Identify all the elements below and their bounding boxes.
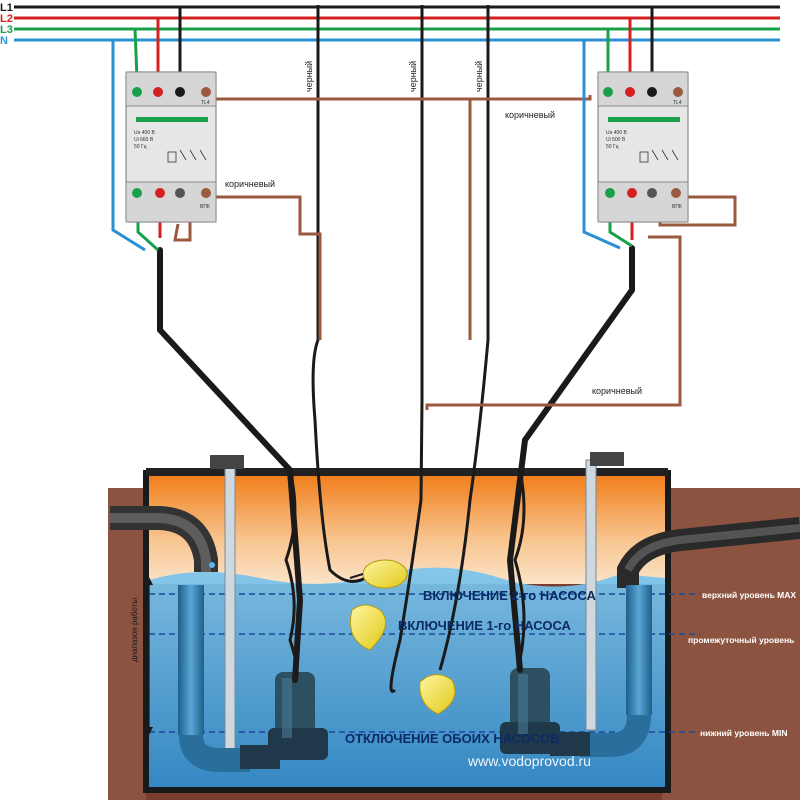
label-l3: L3 bbox=[0, 24, 13, 36]
relay2-spec-3: 50 Гц bbox=[606, 144, 619, 150]
relay1-terminal-bottom: ВПК bbox=[200, 204, 210, 210]
pump-cables bbox=[157, 245, 635, 683]
label-brown-3: коричневый bbox=[592, 386, 642, 396]
inlet-pipe bbox=[110, 506, 218, 572]
float-min bbox=[419, 674, 456, 715]
float-mid bbox=[350, 604, 387, 651]
label-black-1: черный bbox=[304, 61, 314, 92]
relay2-contact-symbol bbox=[639, 149, 679, 163]
range-label: диапазон работы bbox=[130, 598, 139, 662]
relay1-terminal-top: TL4 bbox=[201, 100, 210, 106]
label-brown-1: коричневый bbox=[505, 110, 555, 120]
relay1-spec-2: Ui 660 В bbox=[134, 137, 154, 143]
stage-pump1-on: ВКЛЮЧЕНИЕ 1-го НАСОСА bbox=[398, 618, 572, 633]
relay2-terminal-top: TL4 bbox=[673, 100, 682, 106]
label-brown-2: коричневый bbox=[225, 179, 275, 189]
label-black-2: черный bbox=[408, 61, 418, 92]
float-cables bbox=[311, 5, 490, 693]
level-lines bbox=[149, 593, 700, 733]
pump-riser-right bbox=[580, 452, 652, 757]
relay1-spec-3: 50 Гц bbox=[134, 144, 147, 150]
pump-right bbox=[500, 668, 590, 756]
level-mid-label: промежуточный уровень bbox=[688, 635, 794, 645]
level-max-label: верхний уровень MAX bbox=[702, 590, 796, 600]
range-indicator: диапазон работы bbox=[130, 577, 153, 735]
outlet-pipe bbox=[617, 517, 800, 588]
stage-both-off: ОТКЛЮЧЕНИЕ ОБОИХ НАСОСОВ bbox=[345, 731, 560, 746]
label-black-3: черный bbox=[474, 61, 484, 92]
brown-wires bbox=[173, 95, 737, 410]
relay1-contact-symbol bbox=[167, 149, 207, 163]
relay2-spec-1: Uн 400 В bbox=[606, 130, 627, 136]
stage-pump2-on: ВКЛЮЧЕНИЕ 2-го НАСОСА bbox=[423, 588, 597, 603]
relay-left: Uн 400 В Ui 660 В 50 Гц TL4 ВПК bbox=[125, 71, 217, 223]
pump-left bbox=[240, 672, 328, 769]
relay2-terminal-bottom: ВПК bbox=[672, 204, 682, 210]
relay2-spec-2: Ui 500 В bbox=[606, 137, 626, 143]
level-min-label: нижний уровень MIN bbox=[700, 728, 787, 738]
float-max bbox=[349, 559, 408, 589]
watermark: www.vodoprovod.ru bbox=[467, 753, 591, 769]
pump-riser-left bbox=[178, 455, 250, 772]
label-n: N bbox=[0, 35, 8, 47]
relay1-spec-1: Uн 400 В bbox=[134, 130, 155, 136]
label-l1: L1 bbox=[0, 2, 13, 14]
relay-right: Uн 400 В Ui 500 В 50 Гц TL4 ВПК bbox=[597, 71, 689, 223]
label-l2: L2 bbox=[0, 13, 13, 25]
